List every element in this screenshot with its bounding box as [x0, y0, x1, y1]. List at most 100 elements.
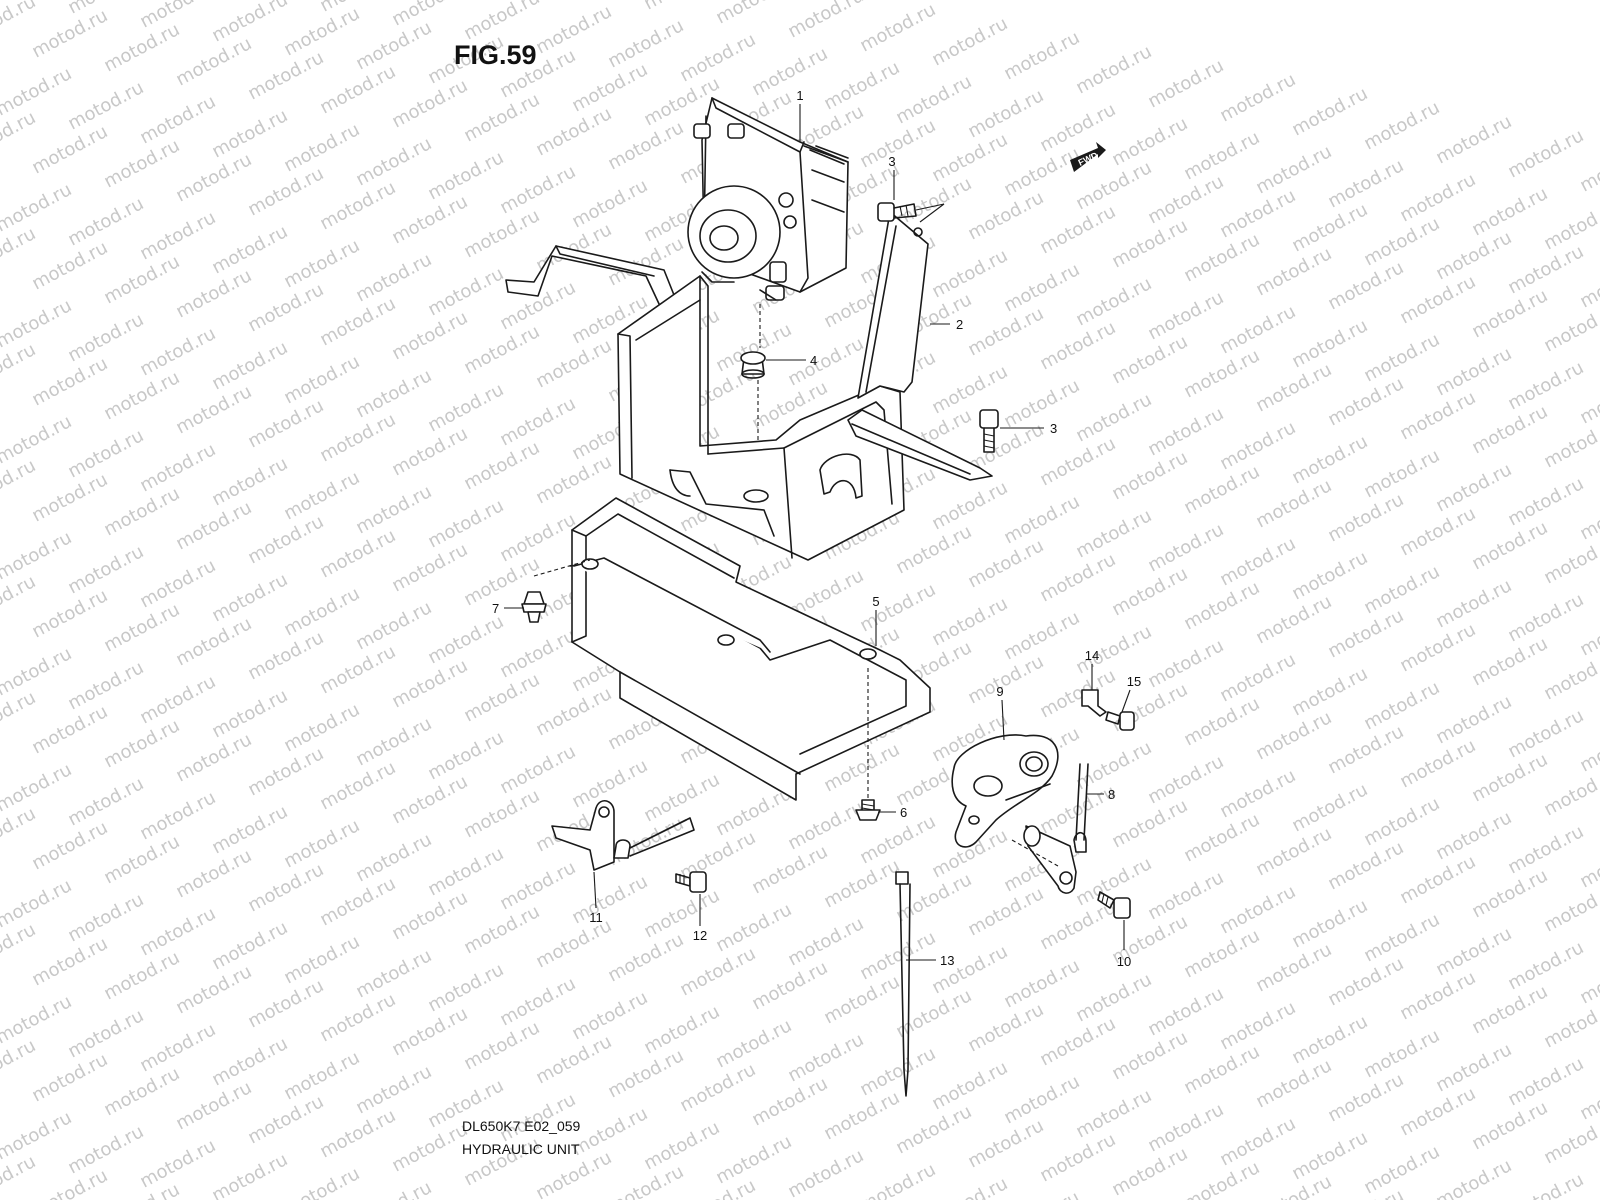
watermark-text: motod.ru: [100, 599, 183, 656]
watermark-text: motod.ru: [532, 915, 615, 972]
watermark-text: motod.ru: [388, 539, 471, 596]
watermark-text: motod.ru: [172, 961, 255, 1018]
watermark-text: motod.ru: [676, 1059, 759, 1116]
watermark-text: motod.ru: [712, 1131, 795, 1188]
watermark-text: motod.ru: [1324, 953, 1407, 1010]
watermark-text: motod.ru: [1432, 343, 1515, 400]
watermark-text: motod.ru: [964, 651, 1047, 708]
watermark-text: motod.ru: [460, 1017, 543, 1074]
watermark-text: motod.ru: [964, 187, 1047, 244]
watermark-text: motod.ru: [1504, 1169, 1587, 1200]
watermark-text: motod.ru: [244, 975, 327, 1032]
bracket-part: [505, 211, 993, 561]
watermark-text: motod.ru: [1000, 607, 1083, 664]
watermark-text: motod.ru: [136, 1135, 219, 1192]
watermark-text: motod.ru: [1252, 591, 1335, 648]
watermark-text: motod.ru: [1072, 389, 1155, 446]
watermark-text: motod.ru: [244, 859, 327, 916]
watermark-text: motod.ru: [1576, 835, 1600, 892]
watermark-text: motod.ru: [748, 1073, 831, 1130]
watermark-text: motod.ru: [0, 411, 75, 468]
watermark-text: motod.ru: [1144, 635, 1227, 692]
watermark-text: motod.ru: [352, 1061, 435, 1118]
watermark-text: motod.ru: [1504, 821, 1587, 878]
watermark-text: motod.ru: [1000, 1071, 1083, 1128]
watermark-text: motod.ru: [964, 85, 1047, 142]
watermark-text: motod.ru: [1324, 257, 1407, 314]
watermark-text: motod.ru: [1108, 113, 1191, 170]
watermark-text: motod.ru: [532, 335, 615, 392]
watermark-text: motod.ru: [1072, 41, 1155, 98]
watermark-text: motod.ru: [964, 1115, 1047, 1172]
clamp-part: [1081, 689, 1107, 717]
callout-2: 2: [956, 317, 963, 332]
watermark-text: motod.ru: [1504, 705, 1587, 762]
callout-8: 8: [1108, 787, 1115, 802]
callout-12: 12: [693, 928, 707, 943]
watermark-text: motod.ru: [1504, 473, 1587, 530]
watermark-text: motod.ru: [496, 625, 579, 682]
grommet-part: [740, 351, 766, 379]
watermark-text: motod.ru: [208, 569, 291, 626]
watermark-text: motod.ru: [424, 727, 507, 784]
watermark-text: motod.ru: [424, 147, 507, 204]
watermark-text: motod.ru: [388, 191, 471, 248]
watermark-text: motod.ru: [1324, 373, 1407, 430]
watermark-text: motod.ru: [1360, 1141, 1443, 1198]
watermark-text: motod.ru: [964, 303, 1047, 360]
watermark-text: motod.ru: [460, 205, 543, 262]
watermark-text: motod.ru: [460, 321, 543, 378]
watermark-text: motod.ru: [1576, 603, 1600, 660]
watermark-text: motod.ru: [1180, 1041, 1263, 1098]
watermark-text: motod.ru: [388, 771, 471, 828]
watermark-text: motod.ru: [1360, 97, 1443, 154]
watermark-text: motod.ru: [496, 741, 579, 798]
watermark-text: motod.ru: [1144, 983, 1227, 1040]
watermark-text: motod.ru: [1144, 867, 1227, 924]
watermark-text: motod.ru: [64, 541, 147, 598]
callout-6: 6: [900, 805, 907, 820]
watermark-text: motod.ru: [496, 161, 579, 218]
watermark-text: motod.ru: [280, 931, 363, 988]
watermark-text: motod.ru: [64, 425, 147, 482]
watermark-text: motod.ru: [1036, 1129, 1119, 1186]
watermark-text: motod.ru: [1396, 851, 1479, 908]
watermark-text: motod.ru: [1288, 83, 1371, 140]
watermark-text: motod.ru: [136, 903, 219, 960]
watermark-text: motod.ru: [424, 843, 507, 900]
watermark-text: motod.ru: [136, 439, 219, 496]
watermark-text: motod.ru: [1144, 1099, 1227, 1156]
watermark-text: motod.ru: [208, 221, 291, 278]
watermark-text: motod.ru: [1504, 125, 1587, 182]
watermark-text: motod.ru: [1036, 1013, 1119, 1070]
watermark-text: motod.ru: [1324, 721, 1407, 778]
watermark-text: motod.ru: [1288, 1127, 1371, 1184]
watermark-text: motod.ru: [1576, 139, 1600, 196]
watermark-text: motod.ru: [1252, 823, 1335, 880]
bolt-15: [1105, 711, 1135, 731]
hydraulic-unit-part: [687, 97, 849, 301]
watermark-text: motod.ru: [1396, 1083, 1479, 1140]
watermark-text: motod.ru: [316, 409, 399, 466]
watermark-text: motod.ru: [424, 611, 507, 668]
watermark-text: motod.ru: [208, 1149, 291, 1200]
watermark-text: motod.ru: [676, 827, 759, 884]
watermark-text: motod.ru: [28, 469, 111, 526]
figure-title: FIG.59: [454, 40, 537, 70]
watermark-text: motod.ru: [640, 1117, 723, 1174]
watermark-text: motod.ru: [1504, 241, 1587, 298]
cover-part: [533, 497, 931, 801]
watermark-text: motod.ru: [1144, 287, 1227, 344]
watermark-text: motod.ru: [928, 1057, 1011, 1114]
watermark-text: motod.ru: [712, 0, 795, 28]
watermark-text: motod.ru: [1180, 577, 1263, 634]
watermark-text: motod.ru: [748, 841, 831, 898]
watermark-text: motod.ru: [424, 379, 507, 436]
watermark-text: motod.ru: [316, 641, 399, 698]
watermark-text: motod.ru: [1036, 201, 1119, 258]
cable-tie-part: [895, 871, 911, 1097]
watermark-text: motod.ru: [1432, 459, 1515, 516]
watermark-text: motod.ru: [244, 627, 327, 684]
watermark-text: motod.ru: [424, 263, 507, 320]
watermark-text: motod.ru: [280, 351, 363, 408]
